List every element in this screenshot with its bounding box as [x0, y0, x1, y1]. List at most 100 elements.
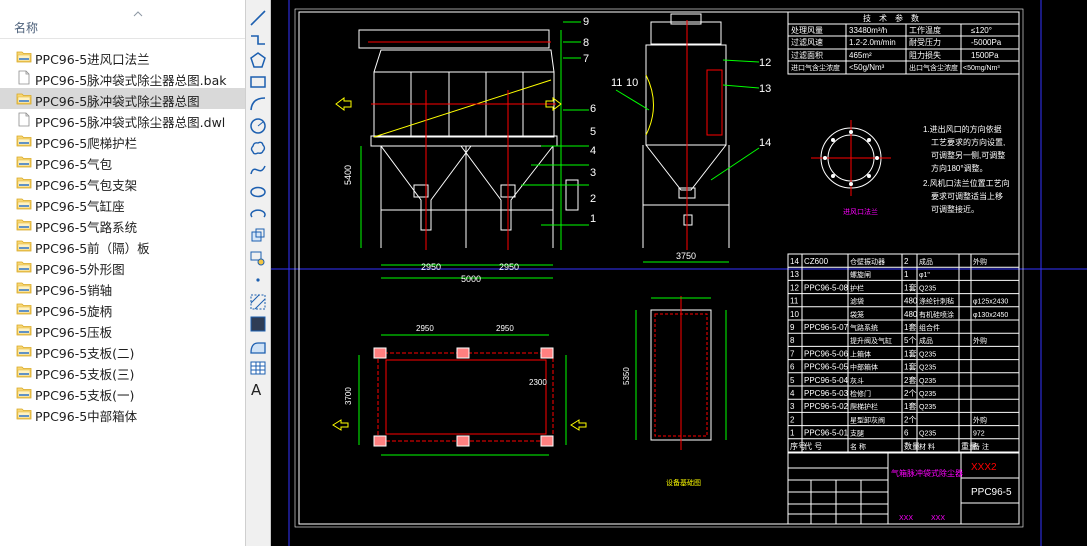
folder-icon [16, 135, 32, 147]
ellipse-tool-icon[interactable] [248, 182, 268, 202]
bom-cell: 5个 [904, 336, 916, 345]
bom-cell: 2个 [904, 389, 916, 398]
bom-cell: 13 [790, 270, 799, 279]
folder-icon [16, 93, 32, 105]
title-block [787, 452, 1020, 525]
front-view [358, 29, 579, 248]
drawing-canvas[interactable]: 5000 2950 2950 5400 9 8 7 6 5 4 3 2 1 11… [271, 0, 1087, 546]
file-list-item[interactable]: PPC96-5支板(一) [0, 382, 245, 403]
note-line: 工艺要求的方向设置, [931, 137, 1005, 147]
file-list-item[interactable]: PPC96-5爬梯护栏 [0, 130, 245, 151]
air-outlet-arrow [545, 97, 562, 111]
insert-block-icon[interactable] [248, 226, 268, 246]
gradient-tool-icon[interactable] [248, 314, 268, 334]
file-list-item[interactable]: PPC96-5旋柄 [0, 298, 245, 319]
file-name: PPC96-5脉冲袋式除尘器总图.bak [35, 73, 227, 88]
note-line: 可调整另一侧,可调整 [931, 150, 1005, 160]
file-list-item[interactable]: PPC96-5中部箱体 [0, 403, 245, 424]
bom-cell: Q235 [919, 285, 936, 292]
side-view [642, 13, 730, 248]
bom-cell: 4 [790, 389, 795, 398]
bom-cell: 2个 [904, 415, 916, 424]
ellipse-arc-icon[interactable] [248, 204, 268, 224]
bom-cell: 中部箱体 [850, 363, 878, 372]
file-list-item[interactable]: PPC96-5气缸座 [0, 193, 245, 214]
file-list-item[interactable]: PPC96-5支板(三) [0, 361, 245, 382]
file-list-item[interactable]: PPC96-5进风口法兰 [0, 46, 245, 67]
tech-cell: 33480m³/h [849, 26, 887, 35]
bom-cell: Q235 [919, 351, 936, 358]
bom-cell: 护栏 [850, 283, 864, 292]
spline-tool-icon[interactable] [248, 160, 268, 180]
balloon-14: 14 [759, 137, 771, 149]
bom-cell: 12 [790, 283, 799, 292]
bom-cell: 数量 [904, 441, 920, 451]
drawing-number: PPC96-5 [971, 487, 1012, 498]
file-list-item[interactable]: PPC96-5外形图 [0, 256, 245, 277]
file-list-item[interactable]: PPC96-5气路系统 [0, 214, 245, 235]
file-name: PPC96-5中部箱体 [35, 409, 138, 424]
header-divider [0, 38, 245, 39]
checker: XXX [931, 515, 945, 522]
file-list-item[interactable]: PPC96-5脉冲袋式除尘器总图 [0, 88, 245, 109]
bom-cell: Q235 [919, 378, 936, 385]
file-list-item[interactable]: PPC96-5气包 [0, 151, 245, 172]
bom-cell: 6 [904, 429, 909, 438]
bom-cell: 1套 [904, 401, 916, 411]
polygon-tool-icon[interactable] [248, 50, 268, 70]
company-name: XXX2 [971, 462, 997, 473]
bom-cell: 备 注 [973, 442, 989, 451]
bom-cell: PPC96-5-06 [804, 349, 849, 358]
text-tool-icon[interactable]: A [251, 381, 262, 399]
pane-splitter[interactable] [245, 0, 246, 546]
tech-cell: <50mg/Nm³ [963, 65, 1000, 72]
file-list-item[interactable]: PPC96-5气包支架 [0, 172, 245, 193]
bom-cell: φ130x2450 [973, 312, 1008, 319]
folder-icon [16, 177, 32, 189]
designer: XXX [899, 515, 913, 522]
file-name: PPC96-5支板(二) [35, 346, 135, 361]
name-column-label[interactable]: 名称 [14, 21, 39, 35]
circle-tool-icon[interactable] [248, 116, 268, 136]
bom-cell: 2 [904, 257, 909, 266]
bom-cell: 7 [790, 349, 795, 358]
rectangle-tool-icon[interactable] [248, 72, 268, 92]
make-block-icon[interactable] [248, 248, 268, 268]
polyline-tool-icon[interactable] [248, 30, 268, 50]
folder-icon [16, 240, 32, 252]
tech-cell: ≤120° [971, 26, 992, 35]
file-list-item[interactable]: PPC96-5脉冲袋式除尘器总图.dwl [0, 109, 245, 130]
point-tool-icon[interactable] [248, 270, 268, 290]
region-tool-icon[interactable] [248, 338, 268, 358]
column-header[interactable]: 名称 [0, 0, 245, 40]
table-tool-icon[interactable] [248, 358, 268, 378]
tech-cell: 耐受压力 [909, 37, 941, 47]
bom-cell: 9 [790, 323, 795, 332]
balloon-11: 11 [611, 77, 622, 89]
file-list-item[interactable]: PPC96-5支板(二) [0, 340, 245, 361]
arc-tool-icon[interactable] [248, 94, 268, 114]
sort-up-icon[interactable] [133, 9, 143, 19]
file-list-item[interactable]: PPC96-5前（隔）板 [0, 235, 245, 256]
folder-icon [16, 51, 32, 63]
bom-cell: 袋笼 [850, 310, 864, 319]
notes: 1.进出风口的方向依据 工艺要求的方向设置, 可调整另一侧,可调整 方向180°… [923, 124, 1010, 214]
file-list-item[interactable]: PPC96-5销轴 [0, 277, 245, 298]
front-view-dimensions [360, 21, 589, 279]
bom-cell: PPC96-5-03 [804, 389, 849, 398]
hatch-tool-icon[interactable] [248, 292, 268, 312]
bom-cell: 名 称 [850, 442, 866, 451]
bom-cell: 组合件 [919, 323, 940, 332]
line-tool-icon[interactable] [248, 8, 268, 28]
file-list-item[interactable]: PPC96-5压板 [0, 319, 245, 340]
file-name: PPC96-5脉冲袋式除尘器总图.dwl [35, 115, 226, 130]
dim-text: 2950 [421, 262, 441, 272]
drawing-outer-frame [294, 8, 1024, 528]
bom-cell: Q235 [919, 404, 936, 411]
dim-text: 2950 [416, 324, 434, 333]
file-list-item[interactable]: PPC96-5脉冲袋式除尘器总图.bak [0, 67, 245, 88]
revision-cloud-icon[interactable] [248, 138, 268, 158]
bom-cell: 480 [904, 297, 918, 306]
